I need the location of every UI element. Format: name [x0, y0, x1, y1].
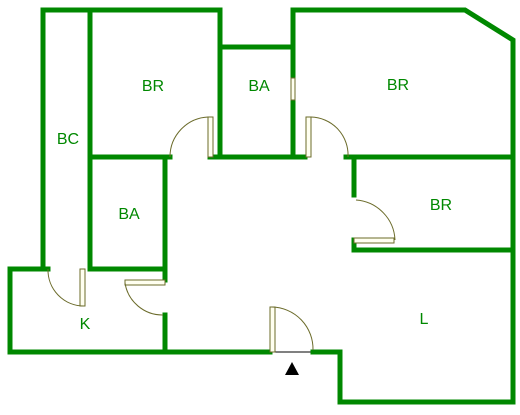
entrance-arrow-icon [285, 362, 299, 375]
door-ba-top [290, 77, 296, 101]
door-hallway [124, 279, 166, 316]
door-br-top-left [169, 116, 214, 158]
door-br-right [353, 199, 396, 244]
room-label-k: K [80, 316, 91, 333]
room-label-br-top-left: BR [142, 78, 164, 95]
room-label-l: L [420, 311, 429, 328]
door-br-top-right [305, 116, 349, 158]
room-label-ba-top: BA [248, 78, 270, 95]
room-label-br-top-right: BR [387, 77, 409, 94]
doors [47, 77, 396, 353]
room-label-bc: BC [57, 131, 79, 148]
room-label-ba-left: BA [118, 206, 140, 223]
room-labels: BR BA BR BC BA BR K L [57, 77, 452, 333]
door-k [47, 268, 86, 307]
room-label-br-right: BR [430, 197, 452, 214]
door-entrance [269, 306, 314, 353]
